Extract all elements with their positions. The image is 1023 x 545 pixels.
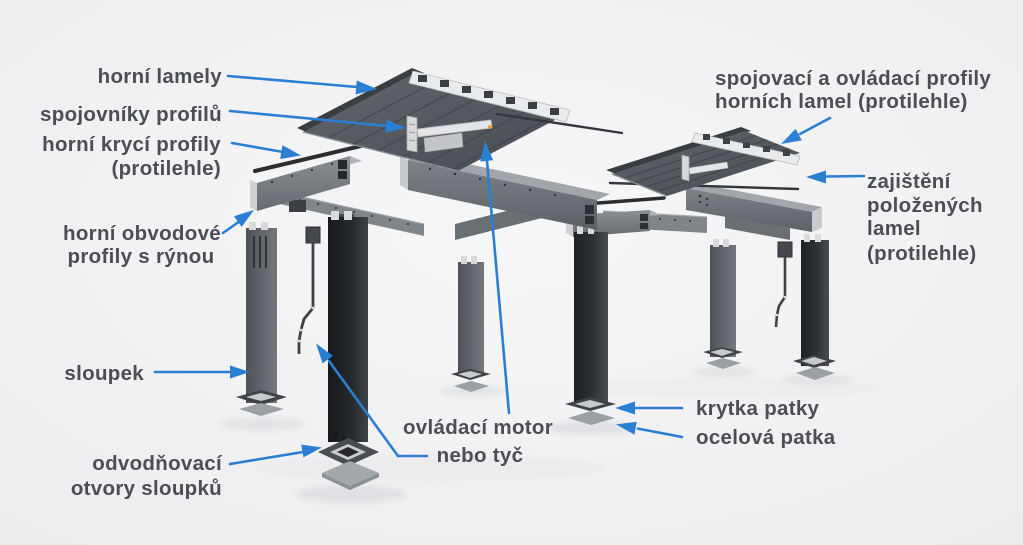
label-ovladaci-motor-line1: ovládací motor xyxy=(403,416,553,439)
actuator-tip xyxy=(488,125,492,129)
right-connector-rail xyxy=(691,132,801,166)
label-odvodnovaci-line1: odvodňovací xyxy=(92,452,223,475)
callout-labels: horní lamely spojovníky profilů horní kr… xyxy=(40,65,991,500)
right-motor-unit xyxy=(681,154,729,182)
arrow-odvodnovaci xyxy=(228,444,322,466)
arrow-spojovniky-profilu xyxy=(228,109,406,133)
left-column-middle xyxy=(451,256,491,392)
left-column-right xyxy=(565,226,616,425)
left-crank-rod xyxy=(297,226,321,354)
arrow-motor-to-crank xyxy=(316,343,429,458)
label-zajisteni-line2: položených xyxy=(867,194,983,217)
label-spojovaci-line1: spojovací a ovládací profily xyxy=(715,67,991,90)
arrow-motor-to-actuator xyxy=(480,141,511,415)
left-pergola xyxy=(236,68,624,490)
left-lamella-panel xyxy=(297,68,571,172)
left-column-front xyxy=(318,211,379,490)
drain-hole xyxy=(334,434,338,438)
arrow-krytka-patky xyxy=(615,401,684,415)
label-horni-kryci-line2: (protilehle) xyxy=(111,157,221,180)
label-krytka-patky: krytka patky xyxy=(696,397,820,420)
foot-cap xyxy=(318,438,379,466)
left-column-back xyxy=(236,222,287,416)
label-spojovniky-profilu: spojovníky profilů xyxy=(40,103,222,126)
arrow-horni-obvodove xyxy=(221,210,254,235)
arrow-horni-lamely xyxy=(226,74,377,95)
label-horni-obvodove-line1: horní obvodové xyxy=(63,222,221,245)
arrow-zajisteni xyxy=(806,170,866,184)
callout-arrows xyxy=(153,74,866,466)
label-ovladaci-motor-line2: nebo tyč xyxy=(437,444,524,467)
label-horni-kryci-line1: horní krycí profily xyxy=(42,133,221,156)
left-floating-beam xyxy=(250,156,362,211)
label-ocelova-patka: ocelová patka xyxy=(696,426,836,449)
arrow-spojovaci-ovladaci xyxy=(781,116,832,144)
drain-hole xyxy=(342,436,346,440)
label-sloupek: sloupek xyxy=(64,362,144,385)
steel-foot xyxy=(322,461,379,490)
arrow-sloupek xyxy=(153,365,250,379)
right-crank-rod xyxy=(774,241,793,328)
right-column-corner xyxy=(793,234,836,380)
arrow-horni-kryci-profily xyxy=(230,141,301,159)
label-odvodnovaci-line2: otvory sloupků xyxy=(71,477,222,500)
motor-mount-box xyxy=(289,200,306,212)
label-zajisteni-line1: zajištění xyxy=(867,170,952,193)
left-connector-rail xyxy=(408,70,571,123)
right-lamella-panel xyxy=(606,127,801,197)
left-motor-unit xyxy=(406,115,493,153)
arrow-ocelova-patka xyxy=(616,421,684,439)
actuator-arm xyxy=(416,119,493,138)
left-locking-rod xyxy=(495,112,624,135)
label-horni-obvodove-line2: profily s rýnou xyxy=(68,245,215,268)
right-column-back xyxy=(703,239,743,369)
label-zajisteni-line4: (protilehle) xyxy=(867,242,977,265)
right-pergola xyxy=(566,127,836,380)
label-horni-lamely: horní lamely xyxy=(98,65,223,88)
steel-foot xyxy=(568,411,615,425)
label-spojovaci-line2: horních lamel (protilehle) xyxy=(715,90,968,113)
label-zajisteni-line3: lamel xyxy=(867,217,921,240)
